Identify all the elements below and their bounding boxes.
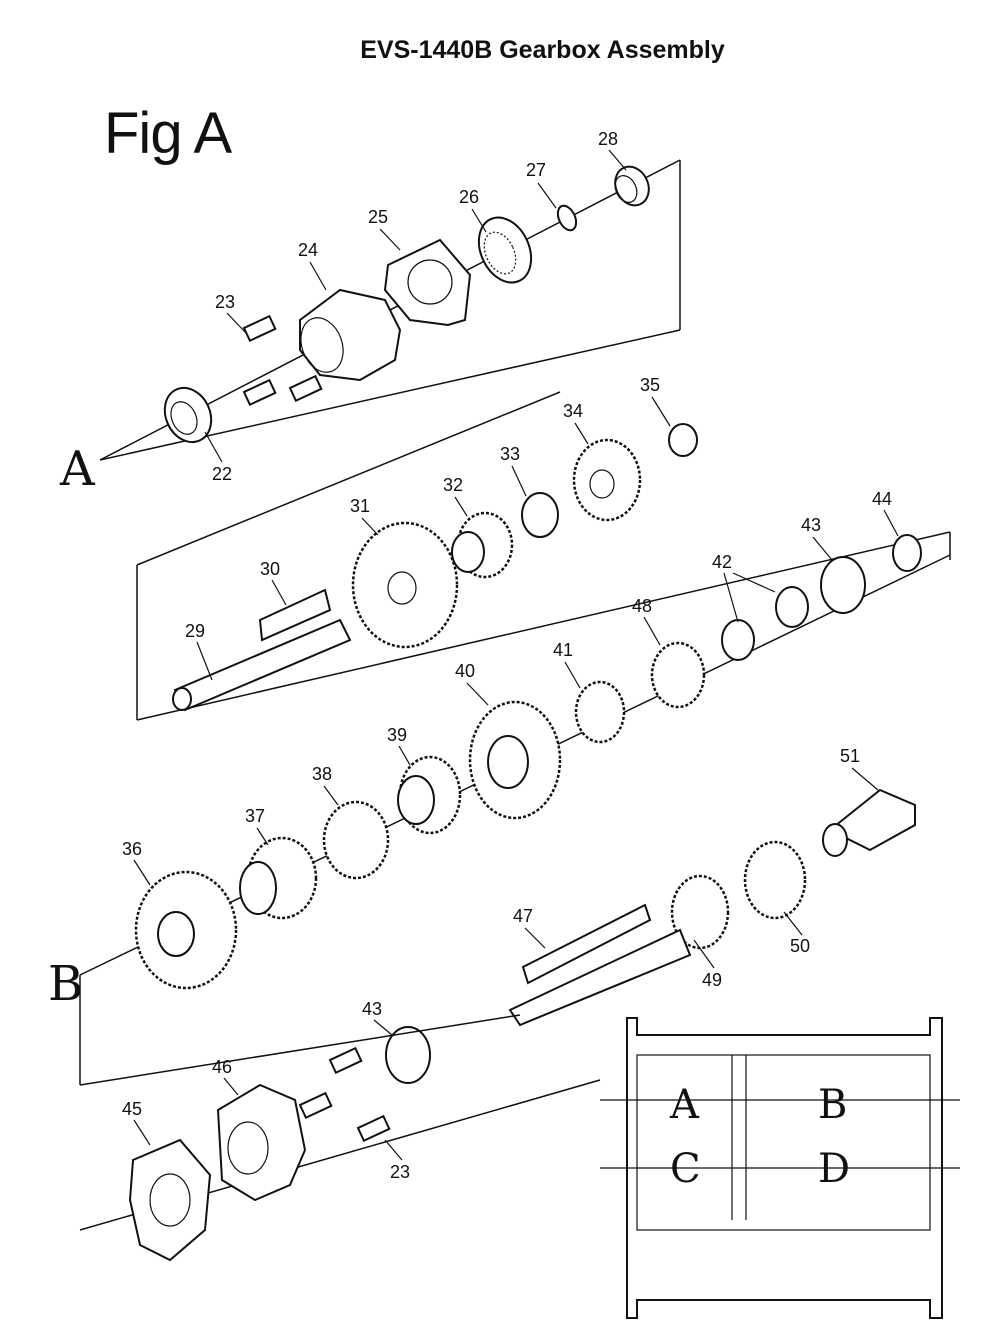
- grid-label-b: B: [818, 1082, 847, 1128]
- part-label: 42: [712, 552, 732, 572]
- part-36-gear: [134, 870, 238, 990]
- grid-label-d: D: [818, 1146, 850, 1192]
- part-label: 39: [387, 725, 407, 745]
- grid-label-a: A: [669, 1082, 700, 1128]
- part-23-bolts: [242, 314, 323, 407]
- part-41-gear: [574, 680, 626, 744]
- part-label: 22: [212, 464, 232, 484]
- part-label: 44: [872, 489, 892, 509]
- shaft-assembly-29-44: [136, 391, 951, 721]
- part-29-shaft: [172, 618, 352, 712]
- part-39-gear: [397, 755, 462, 835]
- part-label: 48: [632, 596, 652, 616]
- part-45-flange: [128, 1138, 212, 1262]
- part-40-gear: [468, 700, 562, 820]
- part-label: 47: [513, 906, 533, 926]
- part-46-housing: [216, 1083, 307, 1202]
- part-22-seal: [163, 386, 213, 444]
- section-label-b: B: [48, 956, 83, 1012]
- part-label: 49: [702, 970, 722, 990]
- part-label: 46: [212, 1057, 232, 1077]
- part-31-gear: [351, 521, 459, 649]
- section-label-a: A: [59, 441, 96, 497]
- part-27-ring: [556, 204, 578, 232]
- part-43-bearing-top: [820, 556, 866, 614]
- part-label: 26: [459, 187, 479, 207]
- part-label: 27: [526, 160, 546, 180]
- part-label: 51: [840, 746, 860, 766]
- part-label: 43: [801, 515, 821, 535]
- part-24-housing: [299, 288, 402, 382]
- part-label: 50: [790, 936, 810, 956]
- part-51-shaft: [822, 788, 916, 857]
- part-32-gear: [451, 511, 514, 579]
- figure-label: Fig A: [104, 101, 232, 166]
- part-label: 25: [368, 207, 388, 227]
- shaft-assembly-36-50: [79, 534, 951, 1262]
- part-35-bushing: [668, 423, 698, 457]
- part-label: 23: [390, 1162, 410, 1182]
- group-a-assembly: [99, 159, 681, 461]
- part-34-gear: [572, 438, 642, 522]
- part-50-gear: [743, 840, 807, 920]
- page-title: EVS-1440B Gearbox Assembly: [360, 36, 725, 64]
- grid-label-c: C: [670, 1146, 701, 1192]
- part-label: 24: [298, 240, 318, 260]
- part-label: 37: [245, 806, 265, 826]
- part-38-gear: [322, 800, 390, 880]
- part-42-nuts: [721, 586, 809, 661]
- part-23-bolts-lower: [298, 1046, 391, 1143]
- part-label: 23: [215, 292, 235, 312]
- part-26-bearing: [477, 216, 533, 284]
- part-25-flange: [383, 238, 472, 327]
- part-label: 28: [598, 129, 618, 149]
- part-label: 38: [312, 764, 332, 784]
- part-44-sleeve: [892, 534, 922, 572]
- part-label: 40: [455, 661, 475, 681]
- part-label: 36: [122, 839, 142, 859]
- part-label: 35: [640, 375, 660, 395]
- part-label: 43: [362, 999, 382, 1019]
- part-label: 34: [563, 401, 583, 421]
- part-label: 29: [185, 621, 205, 641]
- part-33-spacer: [521, 492, 559, 538]
- part-37-gear: [239, 836, 318, 920]
- reference-grid-diagram: A B C D: [600, 1017, 960, 1319]
- part-48-gear: [650, 641, 706, 709]
- part-label: 31: [350, 496, 370, 516]
- part-label: 45: [122, 1099, 142, 1119]
- part-label: 33: [500, 444, 520, 464]
- part-47-shaft: [508, 903, 692, 1027]
- part-43-bearing-bottom: [385, 1026, 431, 1084]
- part-label: 41: [553, 640, 573, 660]
- part-label: 30: [260, 559, 280, 579]
- part-30-key: [258, 588, 332, 642]
- part-28-sleeve: [614, 165, 650, 207]
- part-label: 32: [443, 475, 463, 495]
- leader-lines: [133, 149, 899, 1161]
